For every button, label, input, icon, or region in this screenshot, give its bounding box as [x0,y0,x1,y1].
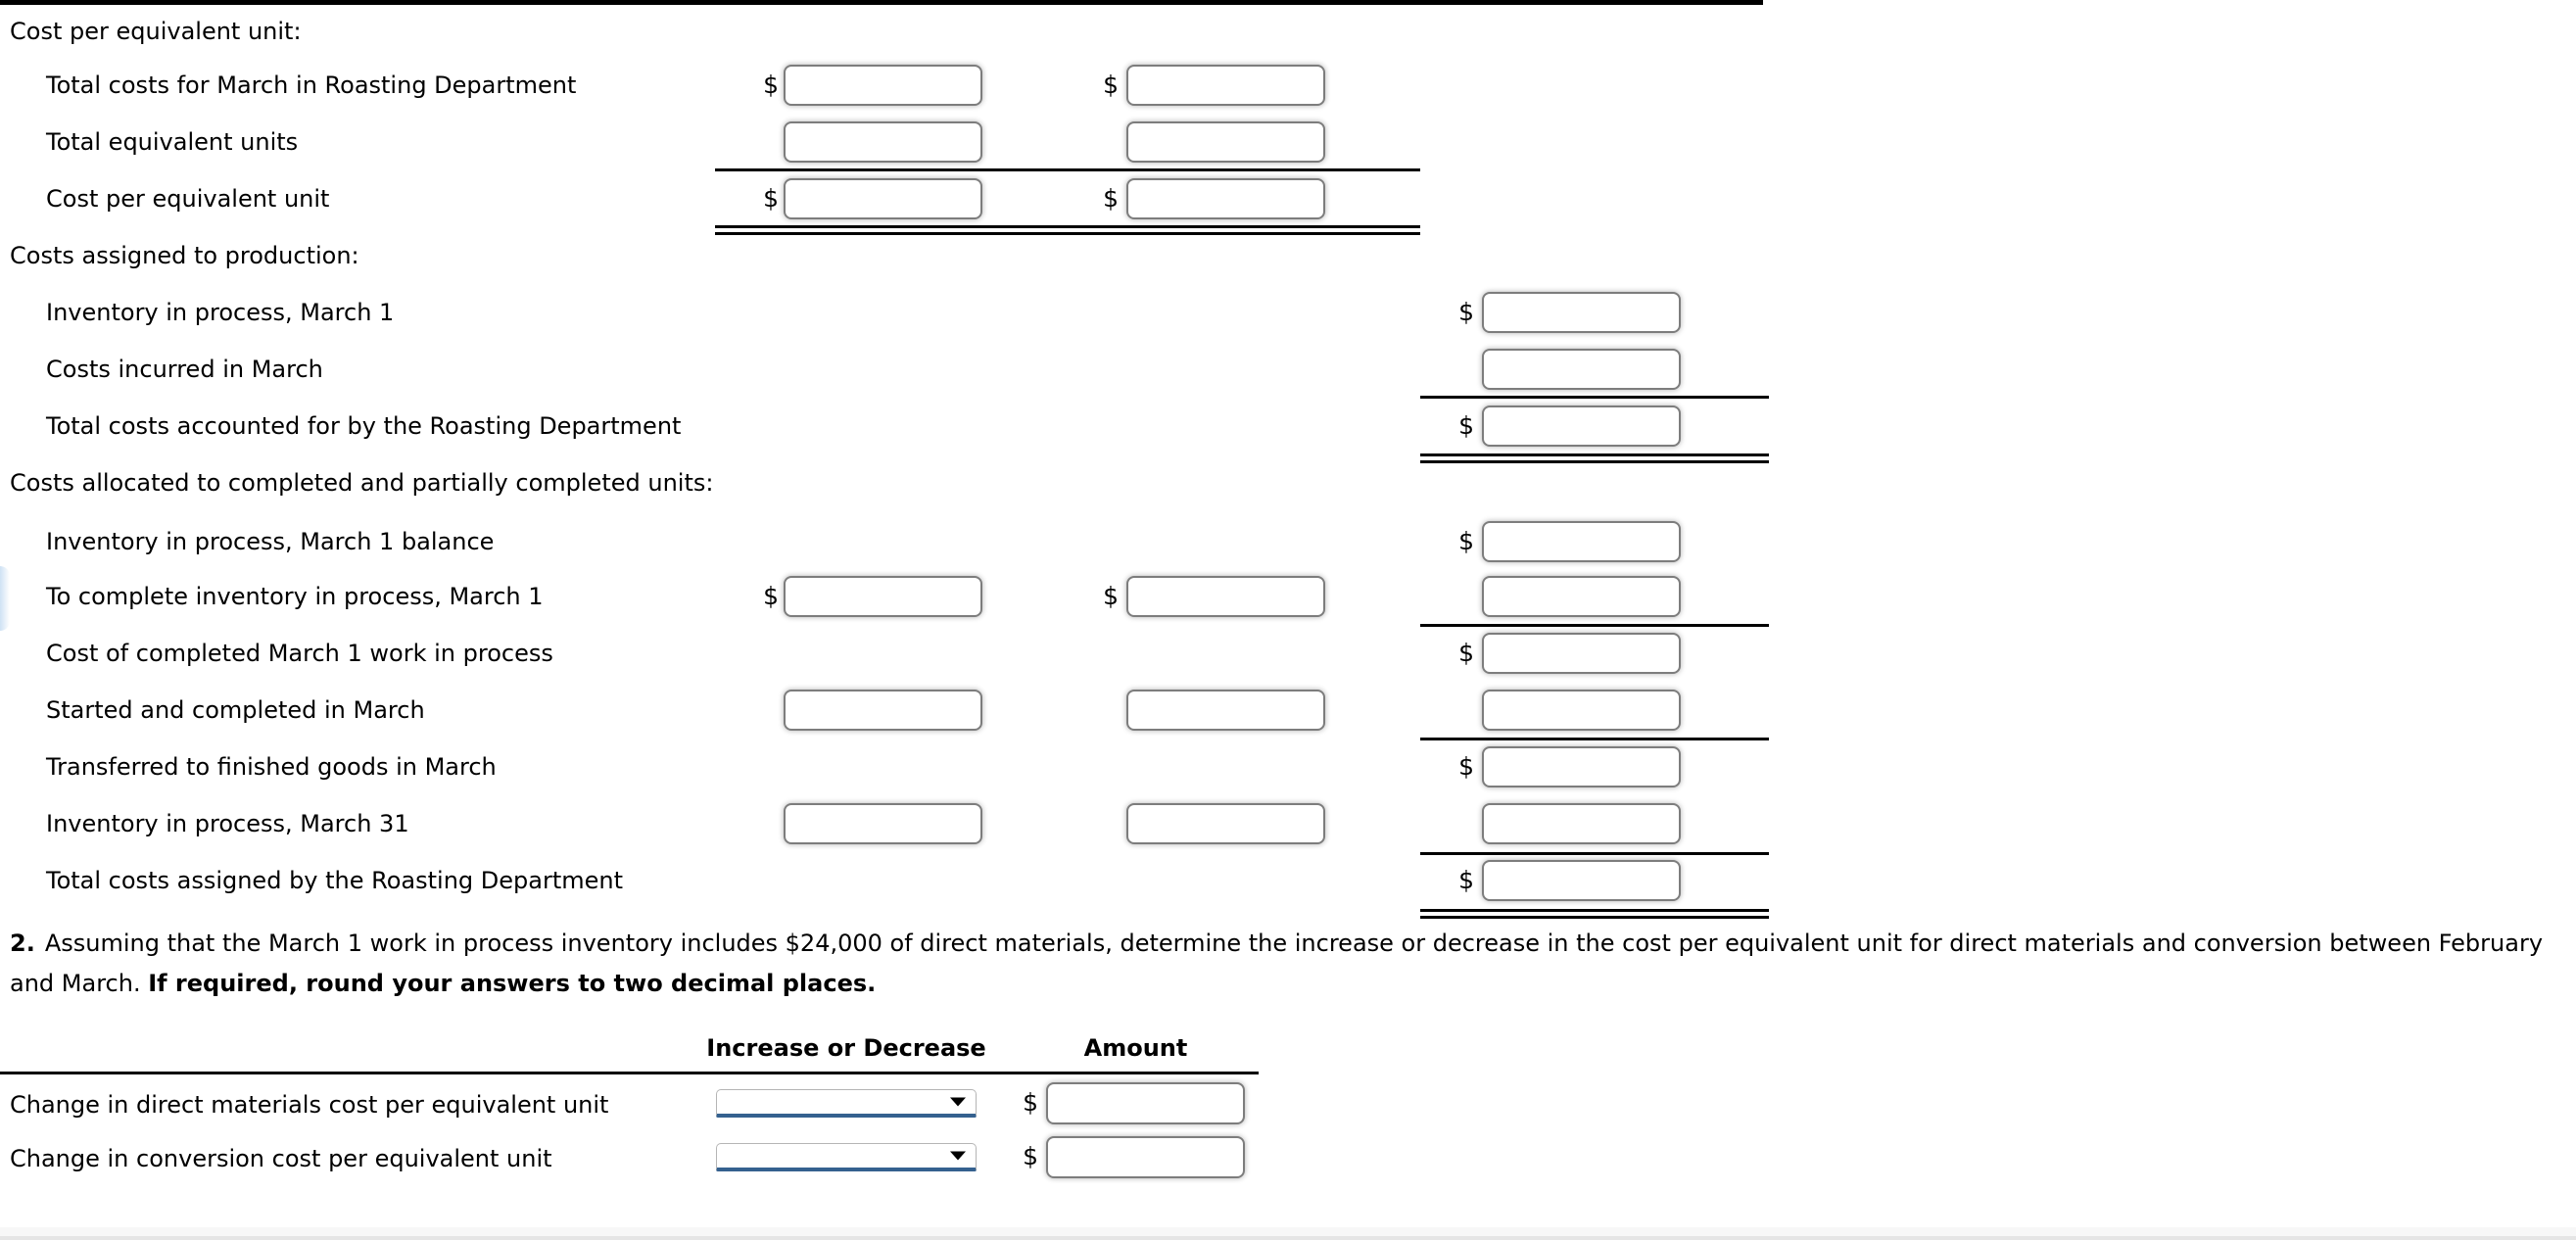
increase-decrease-select-conversion[interactable] [716,1143,977,1171]
input-to-complete-total[interactable] [1482,576,1681,617]
question2-text-continued: and March. [10,970,149,997]
section-title-cost-per-equivalent-unit: Cost per equivalent unit: [10,18,302,45]
subtotal-rule [715,168,1420,171]
row-label-cost-per-equivalent-unit: Cost per equivalent unit [46,185,330,213]
increase-decrease-select-materials[interactable] [716,1089,977,1118]
row-label-transferred-finished-goods: Transferred to finished goods in March [46,753,497,781]
input-inventory-march31-conversion[interactable] [1126,803,1325,844]
dollar-sign: $ [763,184,779,213]
input-total-costs-materials[interactable] [784,65,982,106]
input-cost-per-unit-materials[interactable] [784,178,982,219]
input-inventory-march31-materials[interactable] [784,803,982,844]
question2-line2: and March. If required, round your answe… [10,969,876,998]
left-edge-highlight-fragment [0,566,10,631]
table-header-rule [0,1072,1259,1074]
dollar-sign: $ [1023,1088,1038,1117]
dropdown-arrow-icon [950,1151,966,1161]
total-rule-double-bottom [1420,460,1769,463]
row-label-inventory-march1: Inventory in process, March 1 [46,299,395,326]
question2-line1: 2. Assuming that the March 1 work in proc… [10,929,2543,958]
subtotal-rule [1420,396,1769,399]
input-inventory-march1-balance[interactable] [1482,521,1681,562]
row-label-costs-incurred: Costs incurred in March [46,356,323,383]
row-label-total-costs-assigned: Total costs assigned by the Roasting Dep… [46,867,624,894]
input-inventory-march1[interactable] [1482,292,1681,333]
section-title-costs-assigned: Costs assigned to production: [10,242,359,269]
column-header-increase-or-decrease: Increase or Decrease [706,1034,986,1062]
row-label-change-conversion: Change in conversion cost per equivalent… [10,1145,552,1172]
total-rule-double-bottom [715,232,1420,235]
dollar-sign: $ [763,71,779,99]
page-bottom-strip [0,1236,2576,1240]
input-started-completed-conversion[interactable] [1126,690,1325,731]
row-label-total-costs-accounted: Total costs accounted for by the Roastin… [46,412,682,440]
section-title-costs-allocated: Costs allocated to completed and partial… [10,469,714,497]
row-label-change-direct-materials: Change in direct materials cost per equi… [10,1091,609,1119]
input-total-costs-conversion[interactable] [1126,65,1325,106]
input-total-costs-accounted[interactable] [1482,405,1681,447]
row-label-total-costs-for-march: Total costs for March in Roasting Depart… [46,72,577,99]
dollar-sign: $ [1458,527,1474,555]
input-inventory-march31-total[interactable] [1482,803,1681,844]
dollar-sign: $ [1458,411,1474,440]
dollar-sign: $ [1023,1142,1038,1170]
dollar-sign: $ [1458,298,1474,326]
question2-rounding-instruction: If required, round your answers to two d… [148,970,877,997]
input-costs-incurred[interactable] [1482,349,1681,390]
dollar-sign: $ [1458,639,1474,667]
input-cost-per-unit-conversion[interactable] [1126,178,1325,219]
row-label-cost-completed-wip: Cost of completed March 1 work in proces… [46,640,553,667]
column-header-amount: Amount [1083,1034,1188,1062]
dollar-sign: $ [1103,184,1119,213]
input-change-direct-materials-amount[interactable] [1046,1082,1245,1124]
input-transferred-finished-goods[interactable] [1482,746,1681,787]
subtotal-rule [1420,852,1769,855]
input-equivalent-units-conversion[interactable] [1126,121,1325,163]
input-equivalent-units-materials[interactable] [784,121,982,163]
total-rule-double-top [715,225,1420,228]
row-label-to-complete-inventory: To complete inventory in process, March … [46,583,544,610]
dollar-sign: $ [1458,752,1474,781]
input-to-complete-materials[interactable] [784,576,982,617]
question2-number: 2. [10,930,35,957]
subtotal-rule [1420,738,1769,740]
input-total-costs-assigned[interactable] [1482,860,1681,901]
dropdown-arrow-icon [950,1097,966,1107]
total-rule-double-top [1420,909,1769,912]
input-started-completed-materials[interactable] [784,690,982,731]
total-rule-double-top [1420,453,1769,456]
top-divider-rule [0,0,1763,5]
question2-text: Assuming that the March 1 work in proces… [44,930,2544,957]
row-label-inventory-march1-balance: Inventory in process, March 1 balance [46,528,495,555]
subtotal-rule [1420,624,1769,627]
input-cost-completed-wip[interactable] [1482,633,1681,674]
dollar-sign: $ [763,582,779,610]
row-label-started-and-completed: Started and completed in March [46,696,425,724]
input-to-complete-conversion[interactable] [1126,576,1325,617]
row-label-inventory-march31: Inventory in process, March 31 [46,810,409,837]
dollar-sign: $ [1458,866,1474,894]
dollar-sign: $ [1103,71,1119,99]
input-change-conversion-amount[interactable] [1046,1136,1245,1178]
row-label-total-equivalent-units: Total equivalent units [46,128,299,156]
input-started-completed-total[interactable] [1482,690,1681,731]
total-rule-double-bottom [1420,916,1769,919]
dollar-sign: $ [1103,582,1119,610]
